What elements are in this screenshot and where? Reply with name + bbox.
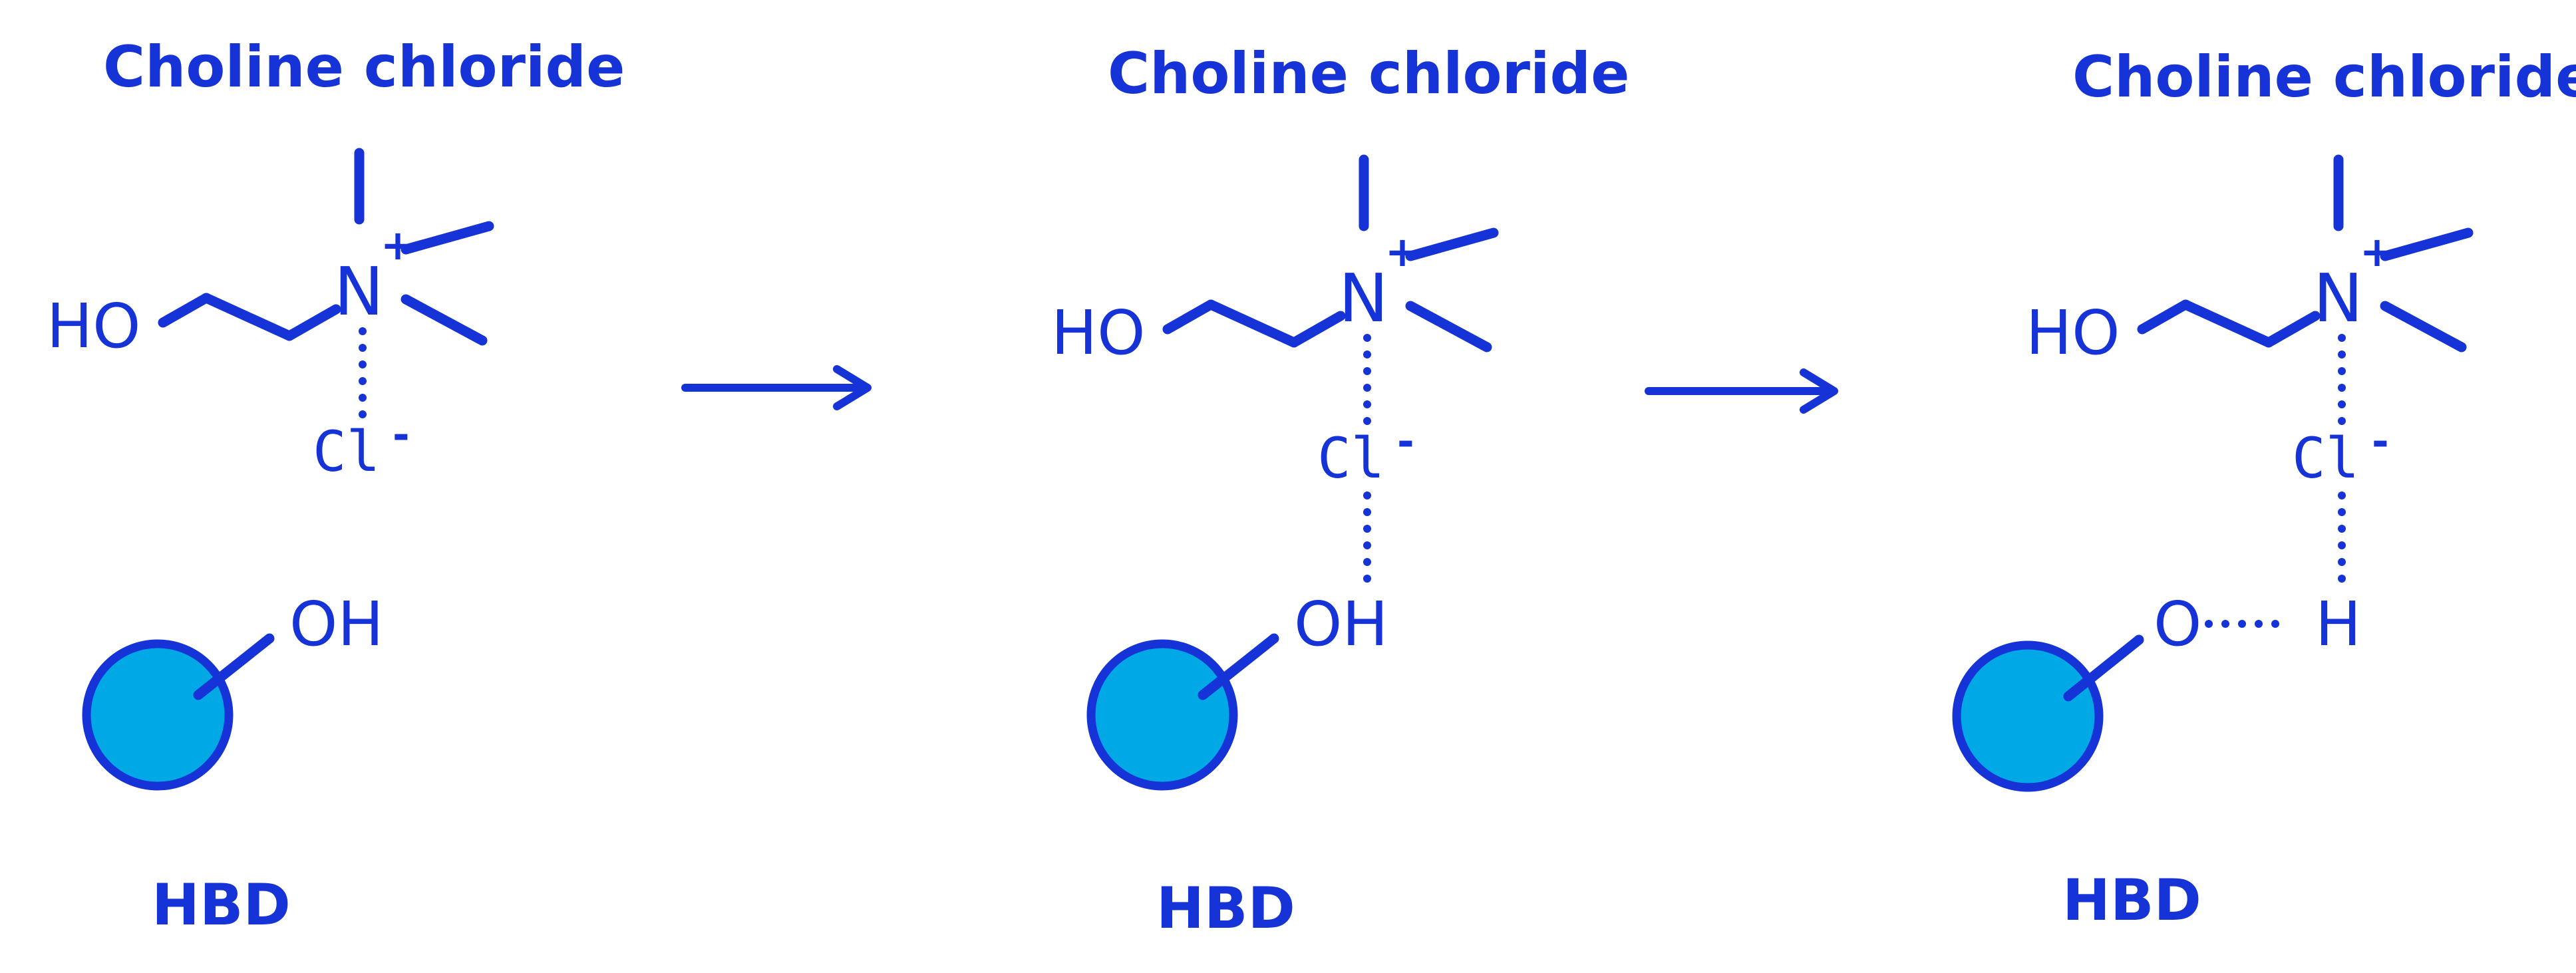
arrow-1-head: [833, 365, 872, 410]
panel-2-hbd: OH: [1086, 589, 1388, 791]
panel-3-plus-charge: +: [2360, 227, 2394, 276]
panel-3-hydroxyl-label: HO: [2026, 297, 2120, 368]
panel-3-bond-c-c: [2180, 299, 2274, 348]
panel-1-hbd-label: HBD: [152, 872, 291, 938]
panel-3-hbd-label: HBD: [2062, 867, 2201, 934]
panel-3-hbd-sphere: [1952, 640, 2104, 792]
panel-1-bond-methyl-right-up: [401, 221, 494, 255]
panel-1-bond-c-n: [284, 304, 341, 341]
reaction-arrow-2: [1645, 368, 1838, 414]
panel-3-hbd: O H: [1952, 589, 2361, 792]
panel-1-plus-charge: +: [381, 221, 415, 269]
panel-2-chloride-label: Cl: [1317, 426, 1384, 491]
arrow-2-head: [1800, 368, 1838, 414]
panel-3-bond-o-c: [2137, 299, 2191, 335]
panel-1-title: Choline chloride: [103, 34, 625, 100]
panel-2-hbd-oh-label: OH: [1294, 589, 1388, 660]
panel-2-bond-o-c: [1162, 299, 1216, 335]
panel-1-nitrogen-label: N: [334, 253, 384, 331]
reaction-arrow-1: [681, 365, 872, 410]
panel-3-title: Choline chloride: [2072, 44, 2576, 110]
panel-2-bond-methyl-right-up: [1405, 227, 1499, 261]
panel-2-title: Choline chloride: [1108, 41, 1629, 107]
panel-2-bond-methyl-right-down: [1405, 301, 1492, 352]
panel-2-choline-cation: HO N +: [1051, 154, 1499, 368]
panel-3-minus-charge: -: [2372, 417, 2389, 466]
panel-1-bond-hbd-o: [193, 633, 275, 700]
panel-3-bond-methyl-right-up: [2380, 227, 2474, 261]
panel-1-bond-o-c: [158, 293, 212, 328]
panel-2-minus-charge: -: [1397, 417, 1414, 466]
panel-3: Choline chloride HO N + Cl - O H HBD: [1952, 44, 2576, 934]
panel-3-hbd-h-label: H: [2315, 589, 2361, 660]
panel-1-hbd: OH: [82, 589, 384, 791]
panel-1-hbd-sphere: [82, 639, 234, 791]
panel-3-nitrogen-label: N: [2313, 259, 2363, 337]
panel-3-bond-hbd-o: [2063, 634, 2144, 702]
panel-2-hbd-label: HBD: [1156, 875, 1295, 942]
panel-1-hydroxyl-label: HO: [47, 291, 141, 362]
panel-2-bond-c-c: [1206, 299, 1299, 348]
panel-3-choline-cation: HO N +: [2026, 154, 2474, 368]
panel-2-hbd-sphere: [1086, 639, 1238, 791]
panel-3-bond-c-n: [2263, 311, 2321, 348]
panel-1-chloride-label: Cl: [313, 419, 380, 484]
panel-1: Choline chloride HO N + Cl - OH HBD: [47, 34, 625, 938]
panel-1-bond-c-c: [201, 293, 295, 341]
panel-2-plus-charge: +: [1385, 227, 1420, 276]
panel-1-choline-cation: HO N +: [47, 148, 494, 362]
panel-1-minus-charge: -: [393, 410, 410, 459]
panel-3-chloride-label: Cl: [2292, 426, 2359, 491]
panel-2-bond-c-n: [1289, 311, 1346, 348]
panel-3-hbd-o-label: O: [2154, 589, 2201, 660]
panel-2: Choline chloride HO N + Cl - OH HBD: [1051, 41, 1629, 942]
panel-2-hydroxyl-label: HO: [1051, 297, 1146, 368]
panel-3-bond-methyl-right-down: [2380, 301, 2467, 352]
panel-2-bond-hbd-o: [1198, 633, 1279, 700]
panel-2-nitrogen-label: N: [1339, 259, 1388, 337]
panel-1-hbd-oh-label: OH: [289, 589, 384, 660]
panel-1-bond-methyl-right-down: [401, 294, 488, 346]
